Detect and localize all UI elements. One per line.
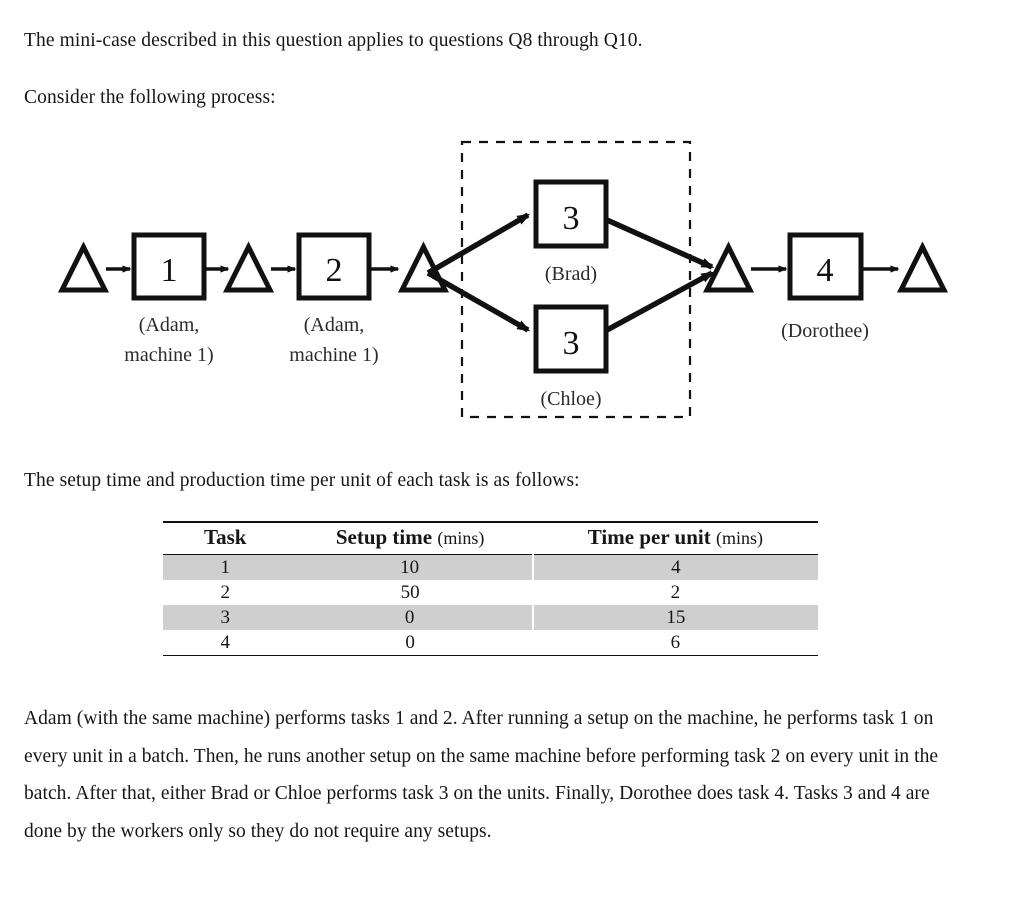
setup-intro-text: The setup time and production time per u…: [24, 470, 580, 491]
task-node-4: 4: [787, 232, 864, 301]
process-flow-diagram: 1 (Adam, machine 1) 2 (Adam, machine 1): [0, 125, 1014, 435]
column-header-setup-time: Setup time (mins): [287, 521, 533, 555]
cell-setup-time: 0: [287, 605, 534, 630]
cell-time-per-unit: 2: [670, 582, 681, 603]
task-node-2: 2: [296, 232, 372, 301]
cell-time-per-unit: 4: [532, 554, 818, 580]
task-3-chloe-resource: (Chloe): [540, 388, 601, 410]
closing-paragraph: Adam (with the same machine) performs ta…: [24, 708, 939, 842]
cell-task: 3: [163, 605, 288, 630]
arrow-task3-brad-to-merge: [605, 217, 715, 270]
cell-task: 4: [163, 630, 288, 656]
task-node-3-chloe: 3: [533, 304, 609, 374]
cell-time-per-unit: 15: [532, 605, 818, 630]
task-2-resource-line2: machine 1): [289, 344, 378, 366]
task-2-resource-line1: (Adam,: [304, 314, 365, 336]
column-header-setup-time-unit: (mins): [437, 528, 485, 548]
task-2-number: 2: [326, 252, 343, 289]
task-times-table: Task Setup time (mins) Time per unit (mi…: [163, 521, 818, 656]
table-row: 4 0 6: [163, 630, 818, 656]
column-header-time-per-unit-unit: (mins): [715, 528, 763, 548]
arrow-branch-to-task3-chloe: [426, 270, 531, 333]
table-row: 3 0 15: [163, 605, 818, 630]
task-3-brad-resource: (Brad): [545, 263, 597, 285]
arrow-task3-chloe-to-merge: [605, 270, 715, 333]
table-row: 1 10 4: [163, 554, 818, 580]
cell-time-per-unit: 6: [532, 630, 818, 656]
consider-text: Consider the following process:: [24, 87, 276, 108]
task-1-resource-line2: machine 1): [124, 344, 213, 366]
buffer-triangle-merge: [702, 241, 755, 293]
arrow-branch-to-task3-brad: [426, 212, 531, 276]
task-3-brad-number: 3: [563, 200, 580, 237]
task-node-3-brad: 3: [533, 179, 609, 249]
cell-setup-time: 10: [287, 554, 534, 580]
column-header-time-per-unit: Time per unit (mins): [532, 521, 818, 555]
task-4-number: 4: [817, 252, 834, 289]
task-node-1: 1: [131, 232, 207, 301]
buffer-triangle-end: [896, 241, 949, 293]
cell-setup-time: 0: [287, 630, 533, 656]
intro-text: The mini-case described in this question…: [24, 30, 643, 51]
cell-task: 2: [220, 582, 230, 603]
parallel-group-box: [460, 140, 692, 419]
buffer-triangle-start: [57, 241, 110, 293]
task-1-number: 1: [161, 252, 178, 289]
cell-setup-time: 50: [400, 582, 420, 603]
cell-task: 1: [163, 554, 288, 580]
task-1-resource-line1: (Adam,: [139, 314, 200, 336]
table-row: 2 50 2: [163, 580, 818, 605]
column-header-task-title: Task: [203, 525, 247, 549]
buffer-triangle-after-task1: [222, 241, 275, 293]
column-header-time-per-unit-title: Time per unit: [587, 525, 711, 549]
column-header-task: Task: [163, 521, 288, 555]
task-3-chloe-number: 3: [563, 325, 580, 362]
table-header-row: Task Setup time (mins) Time per unit (mi…: [163, 521, 818, 555]
column-header-setup-time-title: Setup time: [335, 525, 433, 549]
task-4-resource: (Dorothee): [781, 320, 869, 342]
